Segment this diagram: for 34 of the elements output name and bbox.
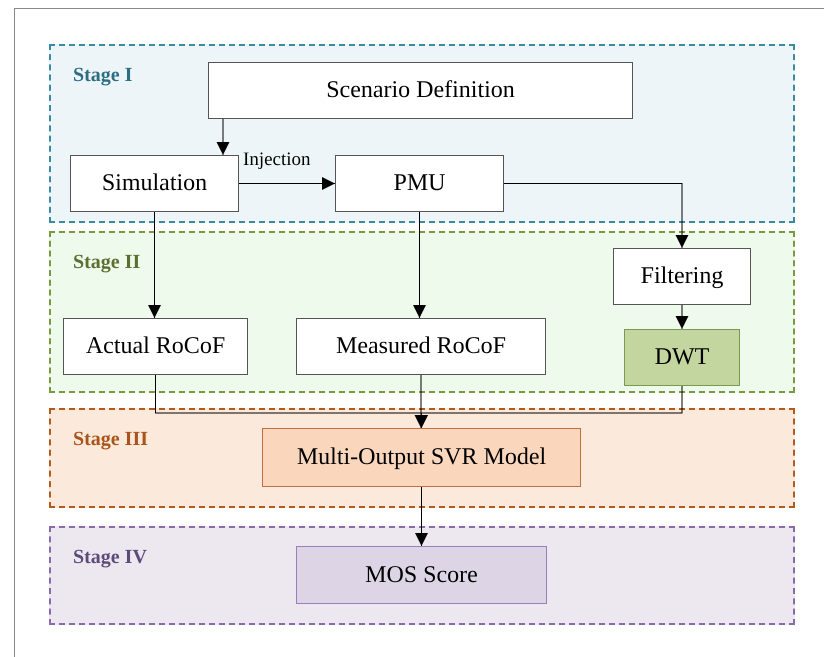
step-label: MOS Score	[365, 562, 478, 588]
arrow	[148, 212, 161, 318]
step-label: DWT	[654, 344, 710, 371]
process-box	[208, 62, 633, 119]
process-box	[335, 155, 504, 212]
arrow	[216, 118, 230, 156]
step-label: Measured RoCoF	[336, 333, 506, 360]
process-box	[262, 428, 581, 487]
stage-panel	[49, 526, 795, 625]
process-box	[70, 155, 239, 212]
arrow	[415, 486, 428, 546]
stage-panel	[49, 408, 795, 508]
process-box	[613, 248, 751, 305]
stage-heading: Stage IV	[73, 546, 147, 569]
stage-heading: Stage I	[73, 64, 132, 87]
step-label: Filtering	[640, 263, 724, 290]
process-box	[296, 546, 547, 604]
step-label: Simulation	[102, 170, 208, 197]
process-box	[296, 318, 546, 375]
stage-panel	[49, 231, 795, 393]
arrow	[238, 177, 336, 190]
stage-heading: Stage II	[73, 251, 140, 274]
arrow	[413, 212, 426, 318]
step-label: Actual RoCoF	[86, 333, 226, 360]
stage-heading: Stage III	[73, 428, 148, 451]
edge-label: Injection	[243, 148, 311, 170]
step-label: PMU	[393, 170, 446, 197]
arrow	[676, 304, 688, 330]
process-box	[63, 318, 248, 375]
arrow	[504, 183, 688, 248]
step-label: Multi-Output SVR Model	[296, 444, 546, 471]
process-box	[624, 329, 740, 386]
step-label: Scenario Definition	[326, 77, 515, 104]
stage-panel	[49, 44, 795, 223]
